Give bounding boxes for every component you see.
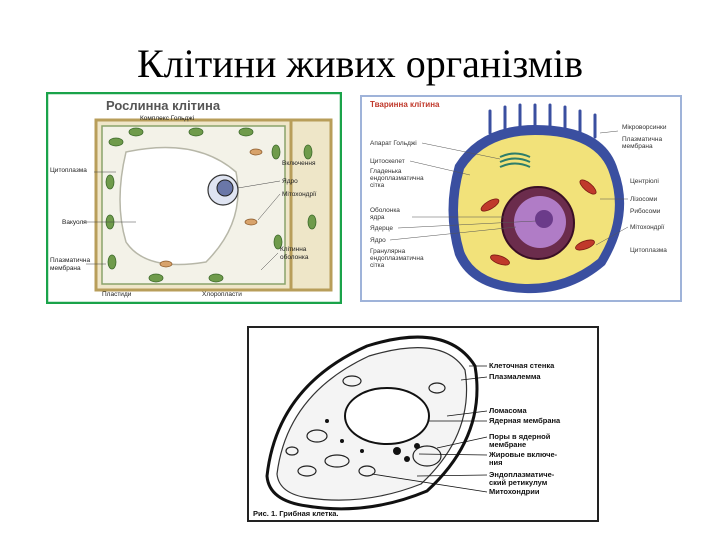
animal-label-centrioles: Центріолі [630, 177, 659, 185]
animal-cell-title: Тваринна клітина [370, 100, 440, 109]
plant-label-cell-wall-2: оболонка [280, 253, 309, 261]
fungal-label-pores-2: мембране [489, 440, 526, 449]
fungal-label-mitochondria: Митохондрии [489, 487, 540, 496]
animal-label-microvilli: Мікроворсинки [622, 123, 667, 131]
fungal-label-lipid-2: ния [489, 458, 503, 467]
fungal-label-lomasome: Ломасома [489, 406, 527, 415]
plant-label-golgi: Комплекс Гольджі [140, 114, 194, 122]
plant-label-plasma-membrane-2: мембрана [50, 264, 81, 272]
plant-label-nucleus: Ядро [282, 178, 298, 185]
plant-label-plastids: Пластиди [102, 291, 132, 298]
animal-label-cytoplasm: Цитоплазма [630, 247, 667, 254]
animal-label-smooth-er-3: сітка [370, 181, 385, 189]
animal-label-plasma-membrane-2: мембрана [622, 142, 653, 150]
animal-label-nuclear-envelope: Оболонка [370, 206, 400, 214]
animal-label-lysosomes: Лізосоми [630, 195, 658, 203]
plant-label-mitochondria: Мітохондрії [282, 190, 317, 198]
fungal-label-er-2: ский ретикулум [489, 478, 548, 487]
plant-label-vacuole: Вакуоля [62, 219, 87, 226]
plant-label-cell-wall: Клітинна [280, 245, 307, 253]
animal-label-rough-er-3: сітка [370, 261, 385, 269]
animal-label-nucleolus: Ядерце [370, 225, 393, 232]
plant-cell-figure: Рослинна клітина Комплекс Гольджі Цитопл… [46, 92, 342, 304]
animal-label-cytoskeleton: Цитоскелет [370, 158, 405, 165]
animal-label-rough-er: Гранулярна [370, 248, 406, 255]
animal-label-smooth-er-2: ендоплазматична [370, 175, 424, 182]
animal-label-mitochondria: Мітохондрії [630, 223, 665, 231]
animal-label-nucleus: Ядро [370, 237, 386, 244]
slide-title: Клітини живих організмів [0, 40, 720, 87]
fungal-label-plasmalemma: Плазмалемма [489, 372, 541, 381]
fungal-caption: Рис. 1. Грибная клетка. [253, 509, 339, 518]
plant-cell-title: Рослинна клітина [106, 98, 221, 113]
plant-label-cytoplasm: Цитоплазма [50, 167, 87, 174]
plant-label-plasma-membrane: Плазматична [50, 257, 91, 264]
animal-cell-figure: Тваринна клітина Апарат Гольджі Цитоскел… [360, 95, 682, 302]
animal-label-nuclear-envelope-2: ядра [370, 214, 385, 221]
animal-label-smooth-er: Гладенька [370, 168, 402, 175]
plant-label-chloroplasts: Хлоропласти [202, 291, 242, 298]
plant-label-inclusions: Включення [282, 160, 316, 167]
animal-label-plasma-membrane: Плазматична [622, 136, 663, 143]
animal-label-rough-er-2: ендоплазматична [370, 255, 424, 262]
animal-label-golgi: Апарат Гольджі [370, 139, 417, 147]
fungal-label-cell-wall: Клеточная стенка [489, 361, 555, 370]
fungal-label-nuclear-membrane: Ядерная мембрана [489, 416, 561, 425]
fungal-cell-figure: Клеточная стенка Плазмалемма Ломасома Яд… [247, 326, 599, 522]
animal-label-ribosomes: Рибосоми [630, 207, 661, 215]
